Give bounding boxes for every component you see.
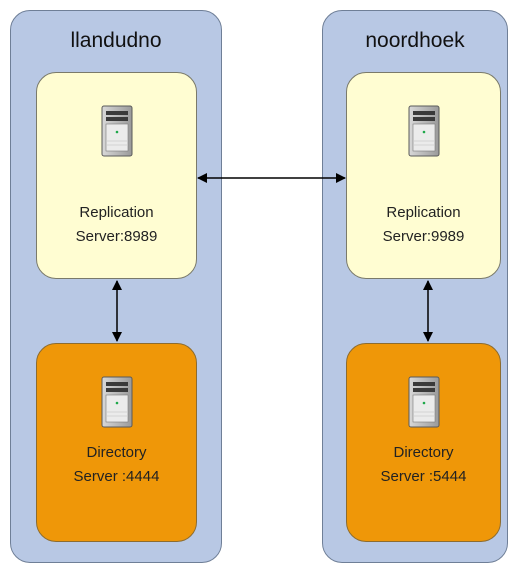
directory-server-label: Directory Server :4444 bbox=[37, 441, 196, 489]
server-tower-icon bbox=[408, 105, 439, 157]
label-line1: Directory bbox=[86, 444, 147, 461]
replication-server-llandudno: Replication Server:8989 bbox=[36, 72, 197, 279]
label-line1: Replication bbox=[79, 204, 154, 221]
replication-server-label: Replication Server:9989 bbox=[347, 201, 500, 249]
directory-server-label: Directory Server :5444 bbox=[347, 441, 500, 489]
label-line1: Replication bbox=[386, 204, 461, 221]
replication-server-label: Replication Server:8989 bbox=[37, 201, 196, 249]
replication-server-noordhoek: Replication Server:9989 bbox=[346, 72, 501, 279]
label-line2: Server:9989 bbox=[382, 228, 465, 245]
label-line1: Directory bbox=[393, 444, 454, 461]
directory-server-noordhoek: Directory Server :5444 bbox=[346, 343, 501, 542]
server-tower-icon bbox=[101, 376, 132, 428]
label-line2: Server :4444 bbox=[73, 468, 160, 485]
server-tower-icon bbox=[408, 376, 439, 428]
label-line2: Server :5444 bbox=[380, 468, 467, 485]
host-name-noordhoek: noordhoek bbox=[365, 29, 465, 52]
server-tower-icon bbox=[101, 105, 132, 157]
host-name-llandudno: llandudno bbox=[70, 29, 162, 52]
label-line2: Server:8989 bbox=[75, 228, 158, 245]
directory-server-llandudno: Directory Server :4444 bbox=[36, 343, 197, 542]
